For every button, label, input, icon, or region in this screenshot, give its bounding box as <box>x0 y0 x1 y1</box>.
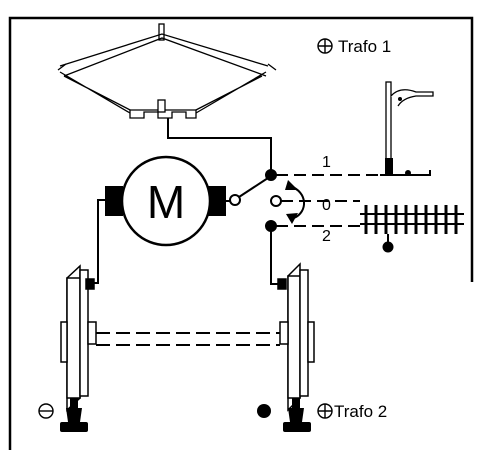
left-rail <box>60 398 88 432</box>
position-lines <box>276 174 386 227</box>
plus-circle-icon <box>317 403 333 419</box>
current-collector <box>57 23 277 119</box>
right-switch-wire <box>270 226 280 285</box>
motor <box>105 155 226 247</box>
plus-circle-icon <box>317 38 333 54</box>
frame-border <box>8 16 474 450</box>
track-icon <box>360 205 464 253</box>
position-2-label: 2 <box>322 228 331 245</box>
left-motor-wire <box>90 199 105 284</box>
trafo2-label: Trafo 2 <box>334 402 387 421</box>
motor-label: M <box>147 176 185 228</box>
right-wheel <box>277 262 315 412</box>
ground-dot <box>257 404 271 418</box>
trafo1-label: Trafo 1 <box>338 37 391 56</box>
minus-circle-icon <box>38 403 54 419</box>
left-wheel <box>60 264 97 412</box>
position-0-label: 0 <box>322 197 331 214</box>
signal-icon <box>380 81 434 176</box>
axle <box>96 332 280 346</box>
position-1-label: 1 <box>322 154 331 171</box>
collector-wire <box>167 118 272 175</box>
right-rail <box>283 398 311 432</box>
